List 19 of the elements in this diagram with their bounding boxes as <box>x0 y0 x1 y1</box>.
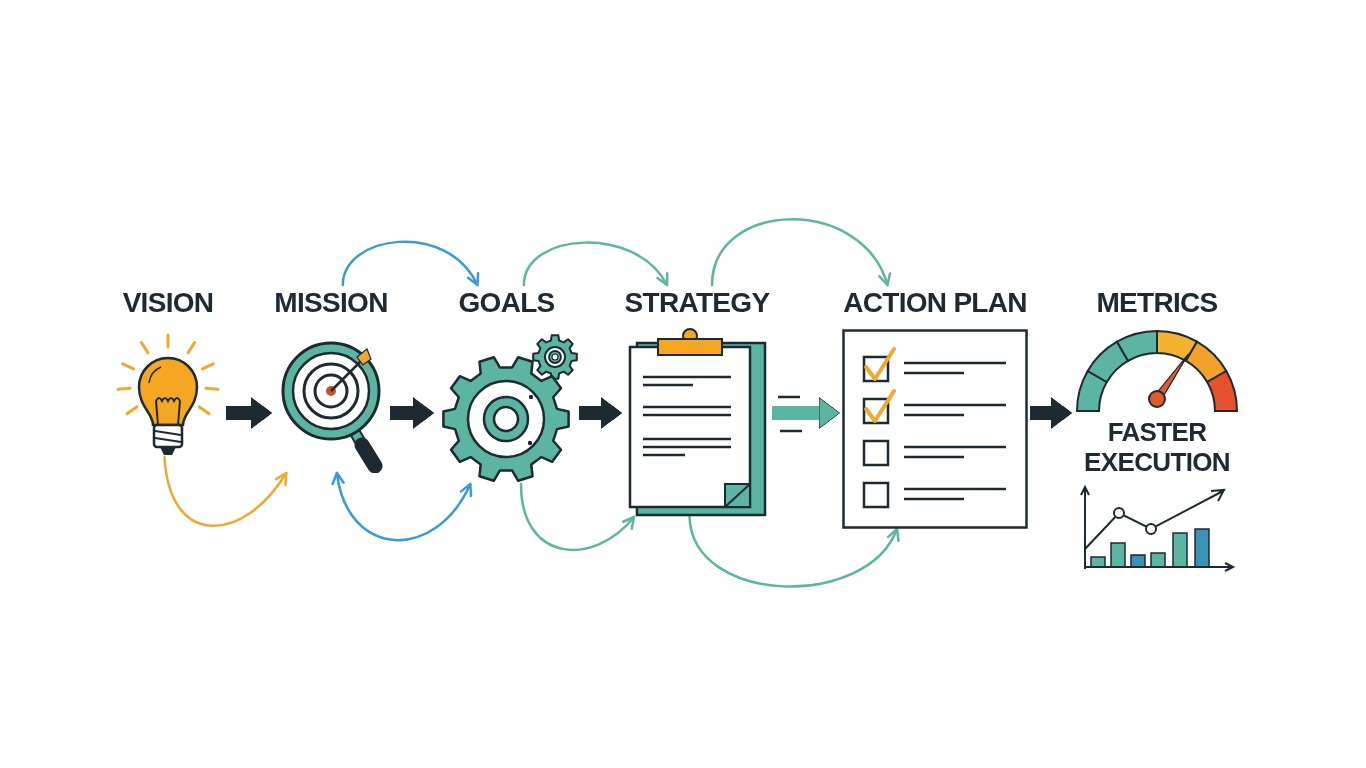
curved-arrow <box>332 471 472 542</box>
curved-arrow <box>163 455 288 527</box>
curved-arrow <box>710 218 890 287</box>
block-arrow <box>772 397 840 429</box>
stage-title: METRICS <box>1096 286 1218 320</box>
block-arrow <box>579 397 622 429</box>
stage-caption: FASTER EXECUTION <box>1083 417 1231 477</box>
curved-arrow <box>519 482 636 552</box>
stage-title: ACTION PLAN <box>843 286 1027 320</box>
block-arrow <box>390 397 434 429</box>
curved-arrow <box>341 240 479 287</box>
stage-title: GOALS <box>458 286 555 320</box>
block-arrow <box>226 397 272 429</box>
stage-title: STRATEGY <box>624 286 770 320</box>
stage-title: MISSION <box>274 286 388 320</box>
block-arrow <box>1030 397 1072 429</box>
curved-arrow <box>522 241 669 287</box>
stage-title: VISION <box>122 286 214 320</box>
curved-arrow <box>688 515 899 588</box>
